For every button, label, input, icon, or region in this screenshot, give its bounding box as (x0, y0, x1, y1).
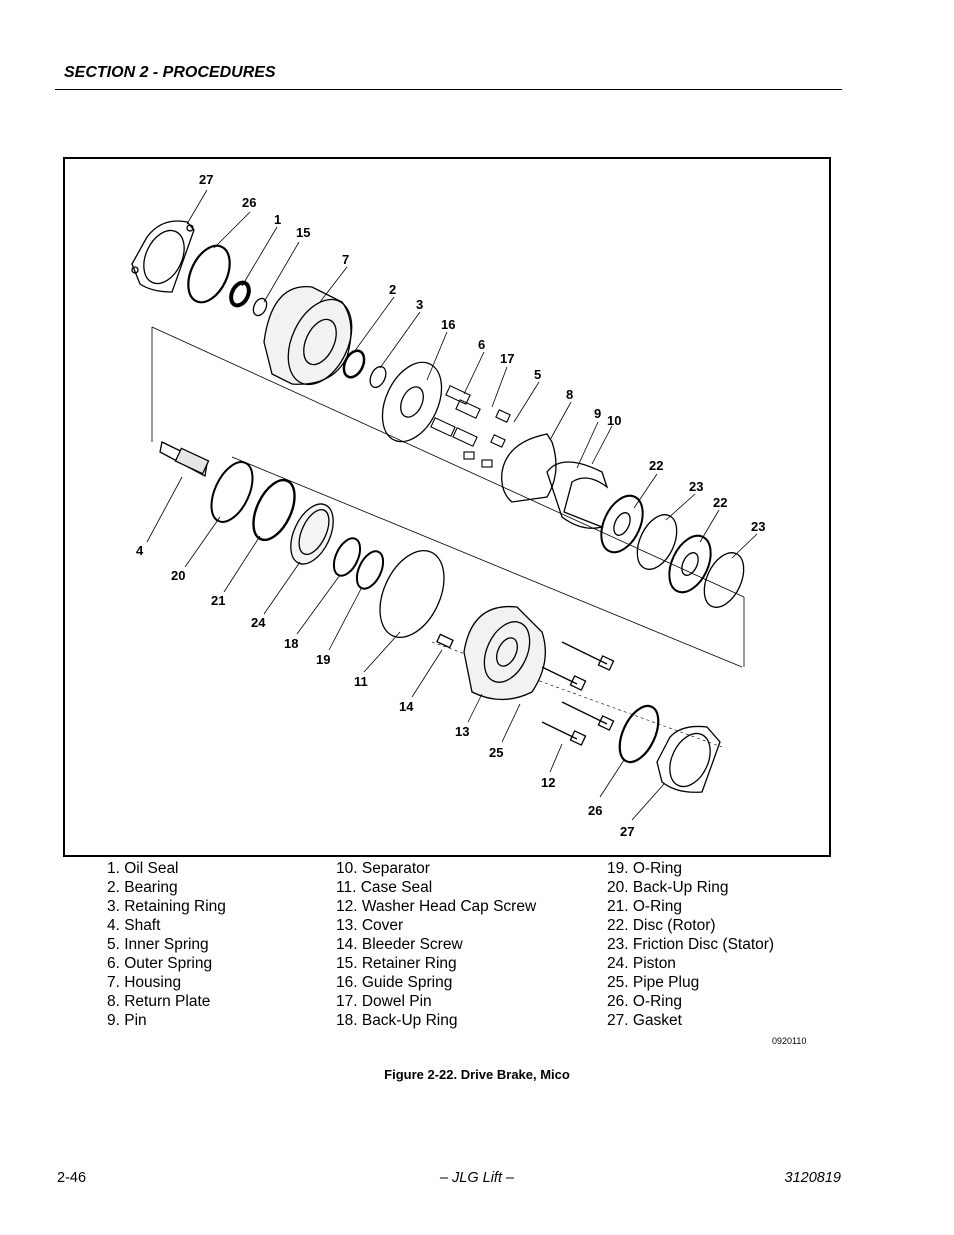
callout: 16 (441, 317, 455, 332)
callout: 19 (316, 652, 330, 667)
leader-lines (146, 189, 758, 821)
disc-rotor-a (600, 494, 644, 554)
backup-ring-18 (332, 537, 362, 577)
callout: 17 (500, 351, 514, 366)
callout: 11 (354, 674, 368, 689)
page-number: 2-46 (57, 1170, 87, 1186)
legend-item: 27. Gasket (607, 1012, 682, 1029)
case-seal (379, 550, 445, 638)
bearing (342, 349, 366, 379)
legend-item: 21. O-Ring (607, 898, 682, 915)
publisher: – JLG Lift – (439, 1170, 515, 1186)
callout: 25 (489, 745, 503, 760)
drawing-number: 0920110 (772, 1036, 807, 1046)
legend-item: 1. Oil Seal (107, 860, 179, 877)
oring-21 (252, 478, 296, 542)
callout: 23 (689, 479, 703, 494)
callout: 18 (284, 636, 298, 651)
legend-item: 11. Case Seal (336, 879, 433, 896)
legend-item: 20. Back-Up Ring (607, 879, 729, 896)
callout: 22 (649, 458, 663, 473)
friction-disc-a (636, 514, 678, 570)
oil-seal (229, 280, 251, 308)
legend-item: 8. Return Plate (107, 993, 211, 1010)
legend-item: 3. Retaining Ring (107, 898, 226, 915)
legend-item: 22. Disc (Rotor) (607, 917, 716, 934)
callout: 26 (588, 803, 602, 818)
legend-column-1: 1. Oil Seal 2. Bearing 3. Retaining Ring… (107, 859, 226, 1030)
callout: 24 (251, 615, 266, 630)
legend-item: 25. Pipe Plug (607, 974, 700, 991)
callout: 10 (607, 413, 621, 428)
gasket-top (131, 220, 195, 293)
callout: 2 (389, 282, 396, 297)
legend-item: 14. Bleeder Screw (336, 936, 463, 953)
callout: 3 (416, 297, 423, 312)
figure-caption: Figure 2-22. Drive Brake, Mico (384, 1067, 570, 1082)
figure-frame: 27 26 1 15 7 2 3 16 6 17 5 8 9 10 22 23 … (63, 157, 831, 857)
oring-26-top (187, 244, 231, 304)
oring-26-bottom (618, 704, 660, 764)
cap-screws (541, 641, 615, 746)
piston (290, 503, 334, 565)
document-number: 3120819 (784, 1170, 841, 1186)
callout: 1 (274, 212, 281, 227)
legend-item: 13. Cover (336, 917, 404, 934)
callout: 4 (136, 543, 144, 558)
header-rule (55, 89, 842, 90)
callout: 23 (751, 519, 765, 534)
legend-item: 2. Bearing (107, 879, 178, 896)
callout: 15 (296, 225, 310, 240)
callout-layer: 27 26 1 15 7 2 3 16 6 17 5 8 9 10 22 23 … (136, 172, 765, 839)
spring-plate (381, 361, 443, 443)
return-plate (501, 433, 557, 503)
legend-item: 19. O-Ring (607, 860, 682, 877)
callout: 26 (242, 195, 256, 210)
legend-item: 18. Back-Up Ring (336, 1012, 458, 1029)
callout: 21 (211, 593, 225, 608)
gasket-bottom (656, 725, 721, 793)
callout: 27 (199, 172, 213, 187)
legend-item: 10. Separator (336, 860, 430, 877)
callout: 12 (541, 775, 555, 790)
retaining-ring (369, 365, 387, 389)
callout: 22 (713, 495, 727, 510)
legend-column-3: 19. O-Ring 20. Back-Up Ring 21. O-Ring 2… (607, 859, 774, 1030)
legend-item: 16. Guide Spring (336, 974, 453, 991)
exploded-brake-drawing (131, 189, 758, 821)
springs (430, 385, 511, 468)
separator (546, 461, 609, 529)
legend-column-2: 10. Separator 11. Case Seal 12. Washer H… (336, 859, 536, 1030)
cover (463, 605, 546, 701)
callout: 20 (171, 568, 185, 583)
legend-item: 15. Retainer Ring (336, 955, 457, 972)
callout: 13 (455, 724, 469, 739)
callout: 14 (399, 699, 414, 714)
legend-item: 24. Piston (607, 955, 676, 972)
section-header: SECTION 2 - PROCEDURES (64, 64, 276, 81)
legend-item: 9. Pin (107, 1012, 147, 1029)
legend-item: 17. Dowel Pin (336, 993, 432, 1010)
legend-item: 23. Friction Disc (Stator) (607, 936, 775, 953)
housing (263, 286, 353, 386)
legend-item: 5. Inner Spring (107, 936, 209, 953)
shaft (159, 441, 210, 477)
legend-item: 6. Outer Spring (107, 955, 213, 972)
callout: 5 (534, 367, 541, 382)
legend-item: 4. Shaft (107, 917, 161, 934)
legend-item: 12. Washer Head Cap Screw (336, 898, 537, 915)
callout: 6 (478, 337, 485, 352)
callout: 27 (620, 824, 634, 839)
legend-item: 26. O-Ring (607, 993, 682, 1010)
retainer-ring (252, 297, 268, 317)
callout: 8 (566, 387, 573, 402)
parts-legend: 1. Oil Seal 2. Bearing 3. Retaining Ring… (107, 859, 827, 1039)
callout: 9 (594, 406, 601, 421)
legend-item: 7. Housing (107, 974, 182, 991)
backup-ring-20 (210, 461, 254, 523)
callout: 7 (342, 252, 349, 267)
bleeder-screw (436, 633, 454, 649)
